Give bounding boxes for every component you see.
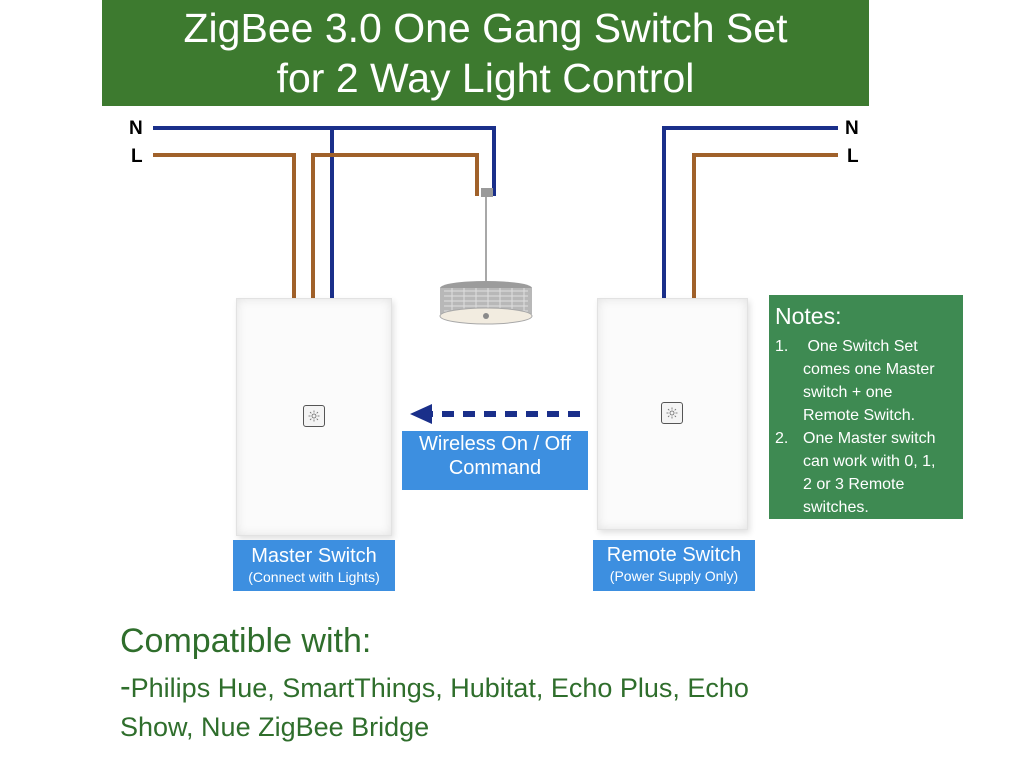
command-line-1: Wireless On / Off (419, 433, 571, 455)
note-text: One Master switch can work with 0, 1, 2 … (803, 427, 936, 519)
remote-switch-label: Remote Switch (Power Supply Only) (593, 540, 755, 591)
note-line: One Master switch (803, 430, 936, 447)
title-line-1: ZigBee 3.0 One Gang Switch Set (183, 5, 788, 51)
remote-touch-button[interactable] (661, 402, 683, 424)
right-live-label: L (847, 146, 859, 167)
title-line-2: for 2 Way Light Control (276, 55, 695, 101)
light-icon (666, 407, 678, 419)
dashed-arrow-left-icon (410, 404, 580, 424)
compatible-dash: - (120, 668, 131, 704)
note-text: One Switch Set comes one Master switch +… (803, 335, 935, 427)
compatible-line-2: Show, Nue ZigBee Bridge (120, 712, 430, 742)
remote-switch-subtitle: (Power Supply Only) (609, 568, 739, 584)
remote-switch-plate (597, 298, 748, 530)
compatible-list-1: Philips Hue, SmartThings, Hubitat, Echo … (130, 673, 749, 703)
left-live-wire (153, 153, 296, 300)
note-line: One Switch Set (803, 338, 918, 355)
right-live-wire (692, 153, 838, 300)
master-touch-button[interactable] (303, 405, 325, 427)
note-number: 1. (775, 338, 789, 355)
master-switch-label: Master Switch (Connect with Lights) (233, 540, 395, 591)
note-line: Remote Switch. (803, 407, 916, 424)
right-neutral-label: N (845, 118, 859, 139)
note-line: comes one Master (803, 361, 935, 378)
notes-title: Notes: (775, 303, 842, 329)
left-neutral-label: N (129, 118, 143, 139)
switched-live-wire (311, 153, 479, 300)
remote-switch-title: Remote Switch (606, 544, 742, 566)
notes-box: Notes: 1. One Switch Set comes one Maste… (769, 295, 963, 519)
left-live-label: L (131, 146, 143, 167)
master-switch-title: Master Switch (251, 545, 377, 567)
master-switch-subtitle: (Connect with Lights) (248, 569, 380, 585)
note-line: switch + one (803, 384, 893, 401)
note-item: 1. One Switch Set comes one Master switc… (775, 335, 957, 427)
master-switch-plate (236, 298, 392, 536)
compatible-heading: Compatible with: (120, 622, 372, 660)
left-neutral-wire (153, 126, 496, 196)
pendant-lamp-icon (439, 188, 533, 325)
note-line: switches. (803, 499, 869, 516)
compatible-line-1: -Philips Hue, SmartThings, Hubitat, Echo… (120, 668, 749, 705)
live-wires (153, 153, 838, 300)
notes-list: 1. One Switch Set comes one Master switc… (775, 335, 957, 519)
note-item: 2. One Master switch can work with 0, 1,… (775, 427, 957, 519)
note-number: 2. (775, 430, 789, 447)
light-icon (308, 410, 320, 422)
right-neutral-wire (662, 126, 838, 300)
note-line: can work with 0, 1, (803, 453, 936, 470)
wireless-command-label: Wireless On / Off Command (402, 431, 588, 490)
title-banner: ZigBee 3.0 One Gang Switch Set for 2 Way… (102, 0, 869, 106)
command-line-2: Command (448, 457, 542, 479)
note-line: 2 or 3 Remote (803, 476, 905, 493)
